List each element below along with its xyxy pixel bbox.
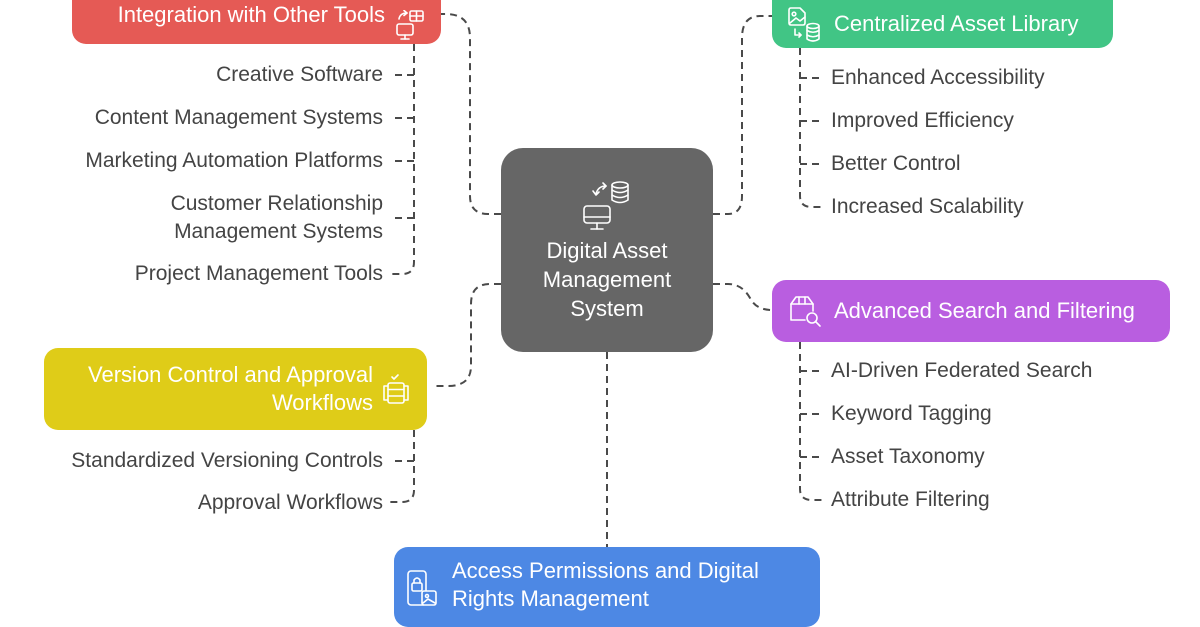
connector-center-library [713,15,772,215]
branch-library[interactable]: Centralized Asset Library [772,0,1113,48]
center-node-label: Digital Asset Management System [542,237,672,321]
branch-search[interactable]: Advanced Search and Filtering [772,280,1170,342]
stacked-check-icon [381,372,411,406]
leaf-search-1: Keyword Tagging [831,402,992,425]
connector-version-trunk [390,430,415,503]
leaf-library-1: Improved Efficiency [831,109,1014,132]
branch-access-label: Access Permissions and Digital Rights Ma… [452,558,759,611]
computer-database-sync-icon [576,178,638,236]
branch-library-label: Centralized Asset Library [834,11,1079,36]
connector-library-trunk [799,48,824,208]
leaf-version-1: Approval Workflows [197,491,383,514]
mind-map-canvas: Digital Asset Management System Integrat… [44,0,1170,627]
leaf-version-0: Standardized Versioning Controls [71,449,383,472]
leaf-integration-0: Creative Software [216,63,383,86]
leaf-search-2: Asset Taxonomy [831,445,985,468]
branch-access[interactable]: Access Permissions and Digital Rights Ma… [394,547,820,627]
connector-integration-trunk [390,44,415,275]
leaf-library-0: Enhanced Accessibility [831,66,1045,89]
branch-version-label: Version Control and Approval Workflows [88,362,373,415]
leaf-integration-1: Content Management Systems [94,106,383,129]
connector-center-version [432,283,501,387]
center-node[interactable]: Digital Asset Management System [501,148,713,352]
branch-integration[interactable]: Integration with Other Tools [72,0,441,44]
image-to-database-icon [788,6,822,42]
connector-search-trunk [799,342,824,501]
box-search-icon [788,294,822,328]
lock-image-icon [406,569,438,609]
leaf-search-0: AI-Driven Federated Search [831,359,1093,382]
branch-integration-label: Integration with Other Tools [117,2,385,27]
leaf-library-2: Better Control [831,152,961,175]
leaf-integration-2: Marketing Automation Platforms [85,149,383,172]
connector-center-integration [441,13,501,215]
leaf-integration-4: Project Management Tools [134,262,383,285]
connector-center-search [713,283,773,311]
computer-table-sync-icon [395,10,425,42]
leaf-search-3: Attribute Filtering [831,488,990,511]
branch-version[interactable]: Version Control and Approval Workflows [44,348,427,430]
leaf-integration-3: Customer Relationship Management Systems [170,192,383,243]
leaf-library-3: Increased Scalability [831,195,1024,218]
branch-search-label: Advanced Search and Filtering [834,298,1135,323]
